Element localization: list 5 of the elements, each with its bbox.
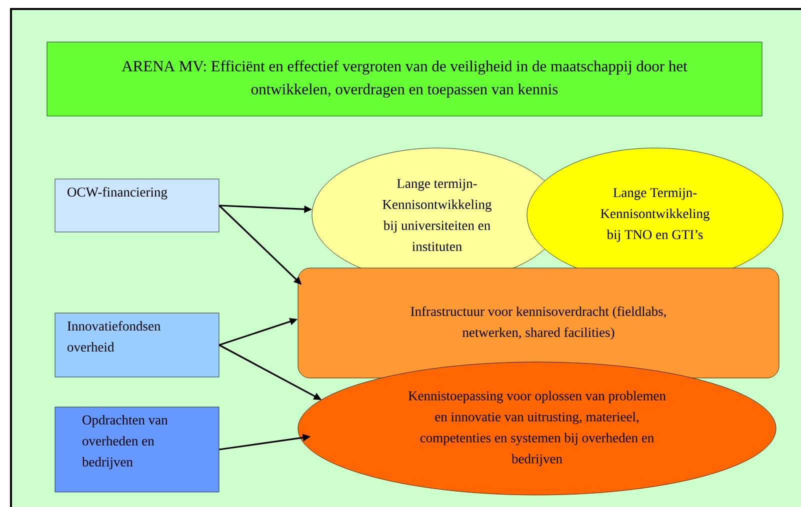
source-box: Opdrachten van overheden en bedrijven: [54, 406, 220, 492]
source-box: OCW-financiering: [54, 178, 220, 232]
source-box: Innovatiefondsen overheid: [54, 312, 220, 378]
infrastructure-box: Infrastructuur voor kennisoverdracht (fieldlabs, netwerken, shared facilities): [298, 268, 780, 378]
title-box: ARENA MV: Efficiënt en effectief vergroten van de veiligheid in de maatschappij door het ontwikkelen, overdragen en toepassen van kennis: [46, 42, 762, 116]
